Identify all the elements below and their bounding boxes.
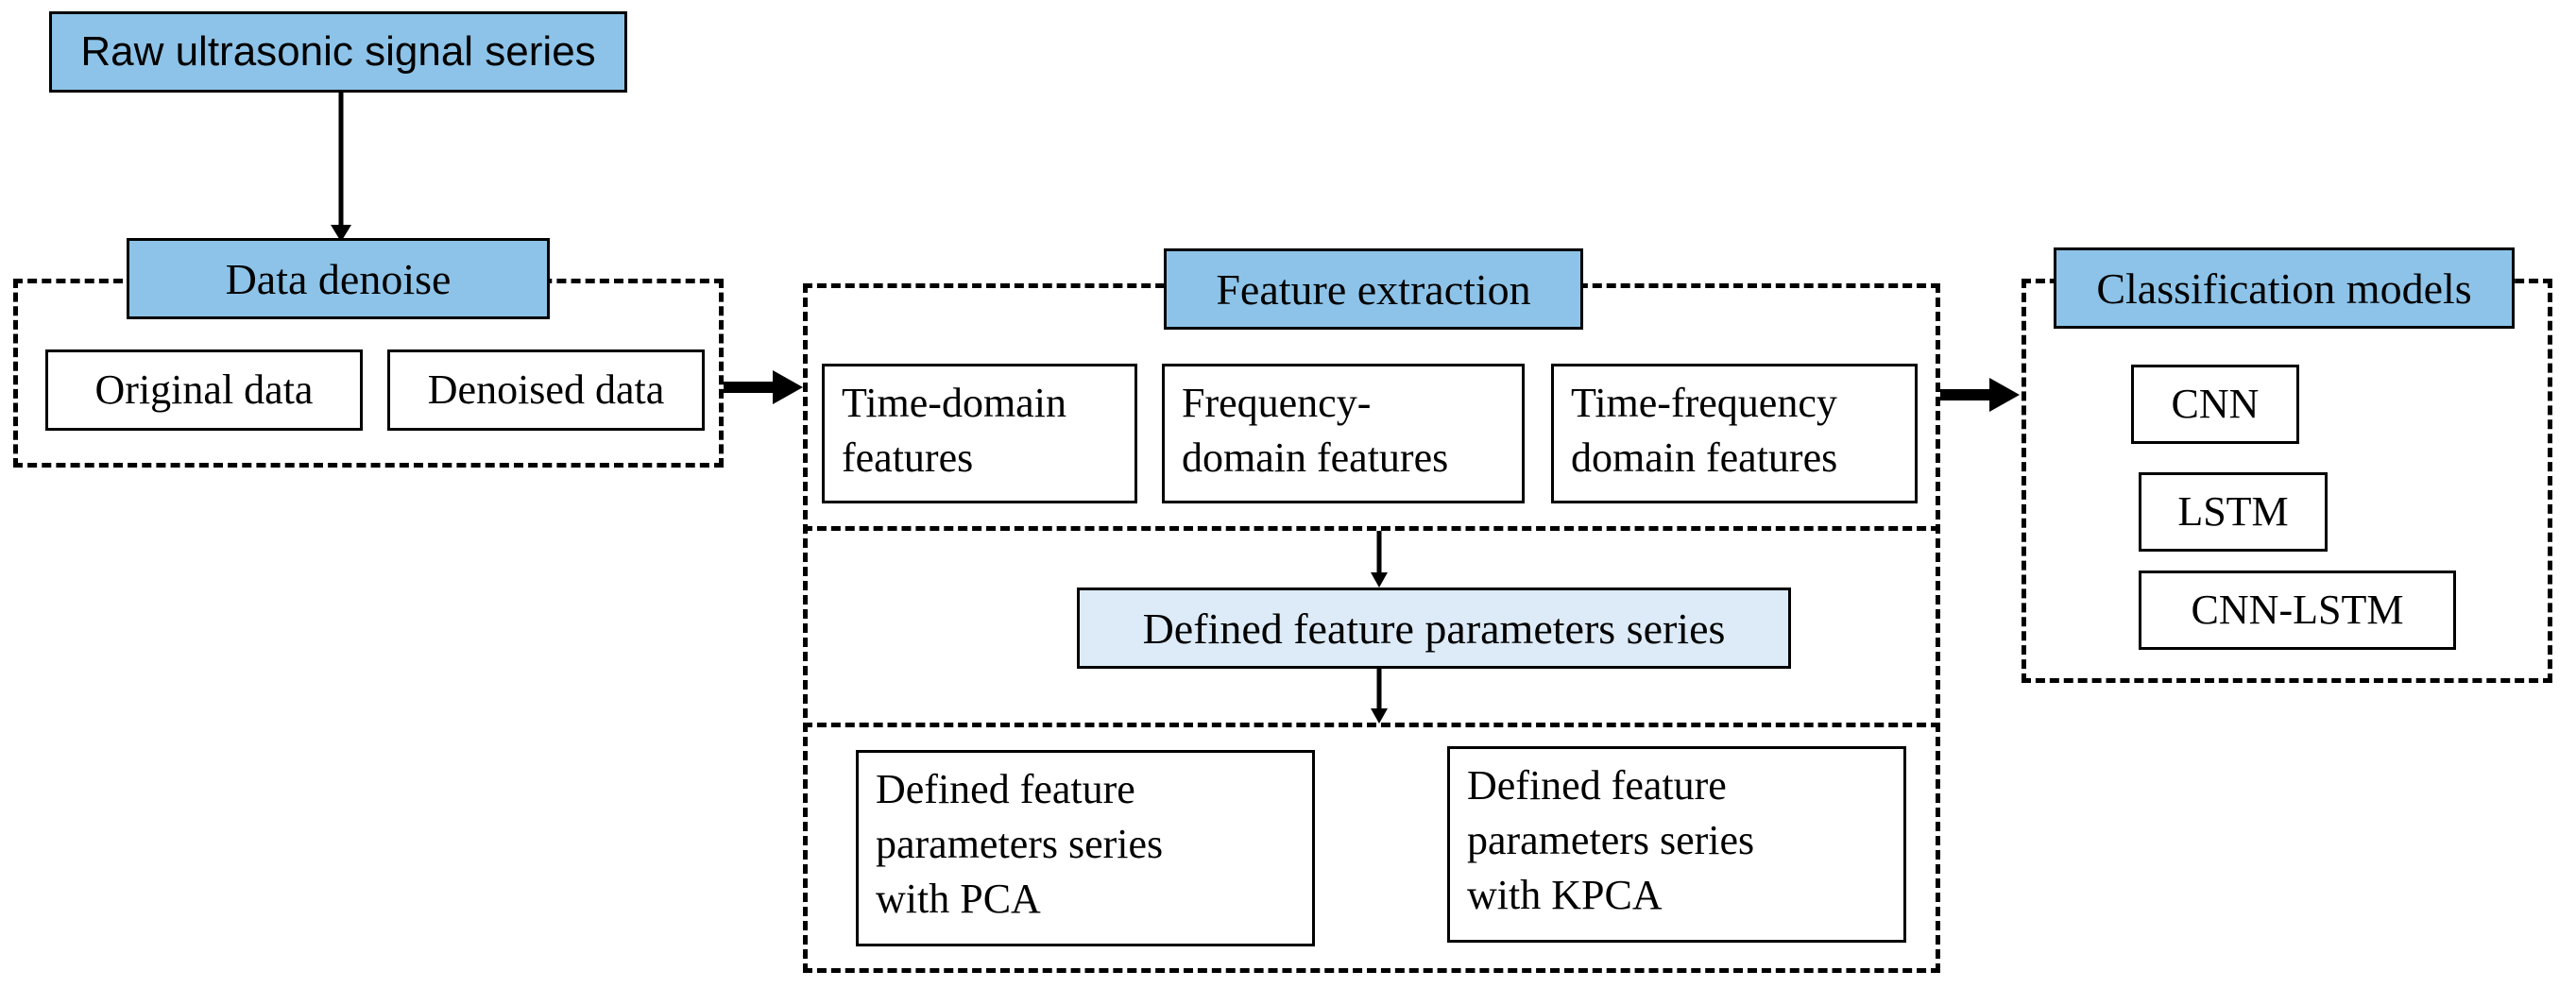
source-box: Raw ultrasonic signal series xyxy=(49,11,627,93)
arrow-source-to-denoise xyxy=(331,93,351,242)
feature-extraction-divider-top xyxy=(803,526,1940,531)
source-label: Raw ultrasonic signal series xyxy=(80,28,596,75)
time-domain-box: Time-domain features xyxy=(822,364,1137,503)
kpca-box: Defined feature parameters series with K… xyxy=(1447,746,1906,943)
arrow-denoise-to-features xyxy=(724,370,803,404)
feature-extraction-divider-bottom xyxy=(803,723,1940,727)
arrow-features-to-classification xyxy=(1940,378,2020,412)
arrow-defined-series-to-reduced xyxy=(1371,669,1388,724)
defined-series-box: Defined feature parameters series xyxy=(1077,588,1791,669)
arrow-features-to-defined-series xyxy=(1371,531,1388,588)
time-frequency-domain-box: Time-frequency domain features xyxy=(1551,364,1918,503)
denoised-data-box: Denoised data xyxy=(387,349,705,431)
feature-extraction-header: Feature extraction xyxy=(1164,248,1583,330)
original-data-box: Original data xyxy=(45,349,363,431)
pca-box: Defined feature parameters series with P… xyxy=(856,750,1315,946)
cnn-box: CNN xyxy=(2131,365,2299,444)
frequency-domain-box: Frequency- domain features xyxy=(1162,364,1525,503)
lstm-box: LSTM xyxy=(2139,472,2328,552)
classification-header: Classification models xyxy=(2054,247,2515,329)
denoise-header: Data denoise xyxy=(127,238,550,319)
cnn-lstm-box: CNN-LSTM xyxy=(2139,571,2456,650)
